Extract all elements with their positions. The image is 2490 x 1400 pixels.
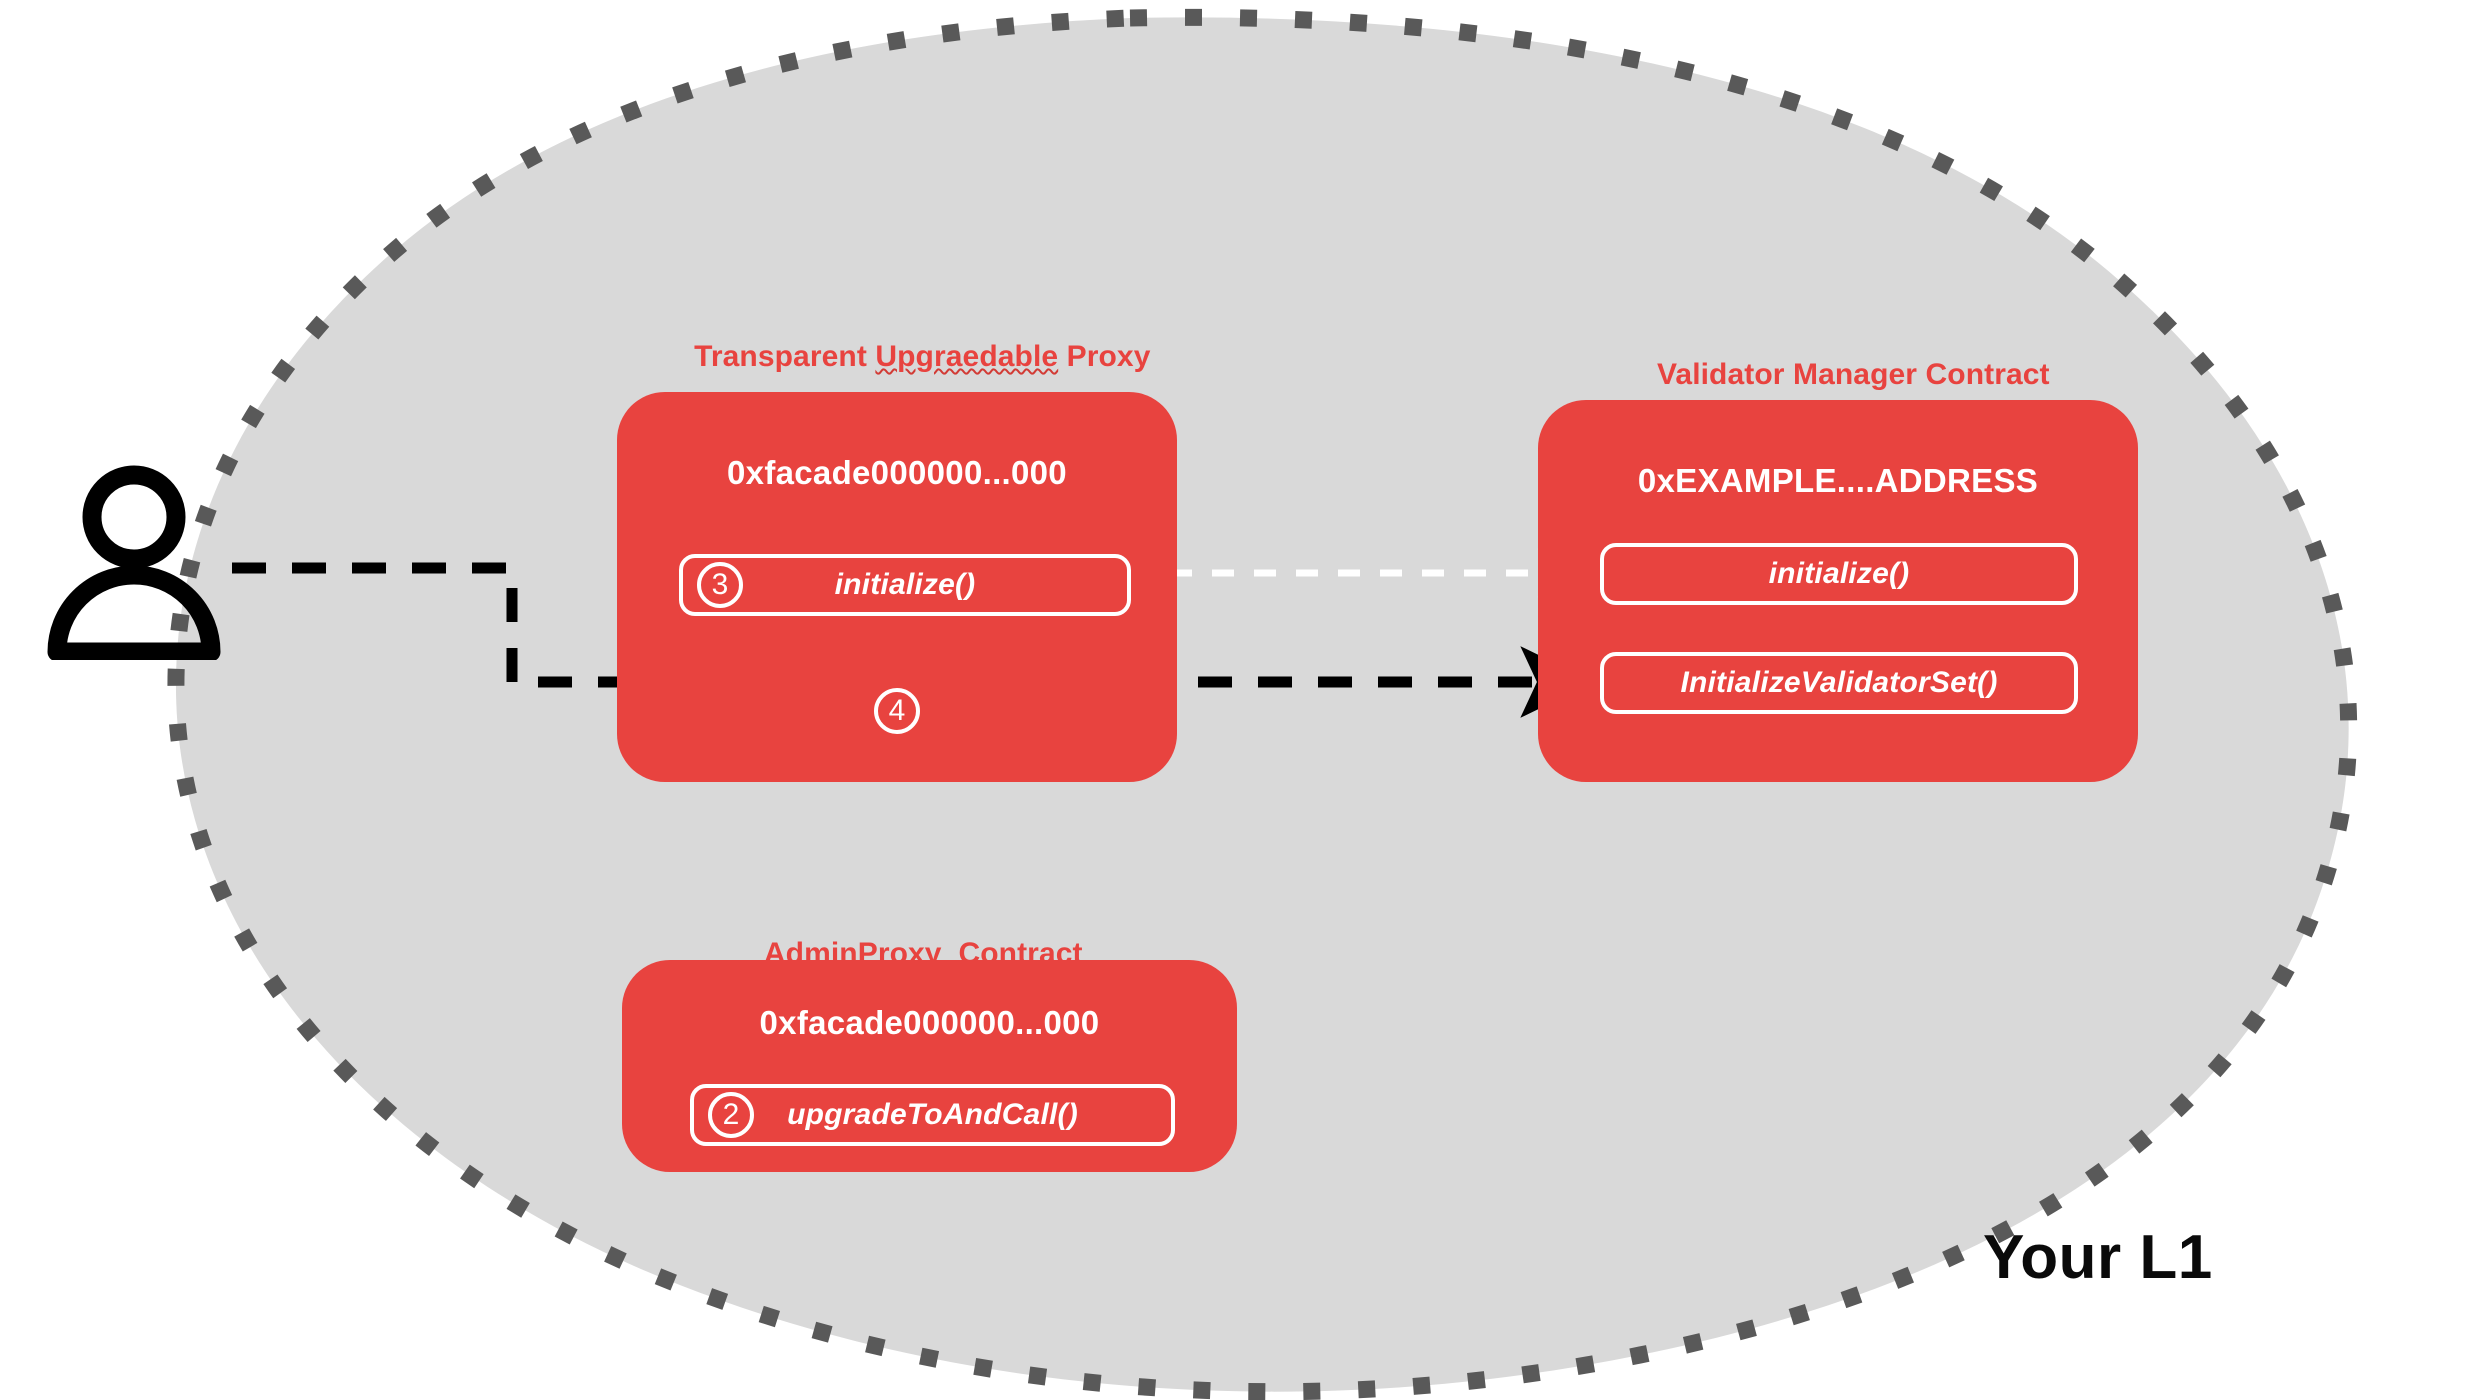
proxy-function-initialize-label: initialize() <box>834 568 976 601</box>
admin-proxy-card[interactable]: 0xfacade000000...000 2 upgradeToAndCall(… <box>622 960 1237 1172</box>
proxy-contract-card[interactable]: 0xfacade000000...000 3 initialize() 4 <box>617 392 1177 782</box>
proxy-contract-address: 0xfacade000000...000 <box>727 454 1067 491</box>
step-badge-2: 2 <box>708 1092 754 1138</box>
step-badge-3: 3 <box>697 562 743 608</box>
validator-manager-function-initialize[interactable]: initialize() <box>1600 543 2078 605</box>
validator-manager-function-initialize-label: initialize() <box>1768 557 1910 590</box>
validator-manager-address: 0xEXAMPLE....ADDRESS <box>1637 462 2039 499</box>
validator-manager-function-initialize-validator-set-label: InitializeValidatorSet() <box>1680 666 1998 699</box>
admin-proxy-function-upgrade-to-and-call[interactable]: 2 upgradeToAndCall() <box>690 1084 1175 1146</box>
validator-manager-title-line1: Validator Manager Contract <box>1656 358 2050 391</box>
validator-manager-function-initialize-validator-set[interactable]: InitializeValidatorSet() <box>1600 652 2078 714</box>
proxy-title-line1-prefix: Transparent Upgraedable Proxy <box>694 340 1151 373</box>
l1-boundary-caption: Your L1 <box>1983 1223 2213 1292</box>
validator-manager-card[interactable]: 0xEXAMPLE....ADDRESS initialize() Initia… <box>1538 400 2138 782</box>
admin-proxy-function-upgrade-to-and-call-label: upgradeToAndCall() <box>787 1098 1078 1131</box>
validator-manager-title: Validator Manager Contract <box>1538 318 2118 432</box>
step-badge-4: 4 <box>874 688 920 734</box>
proxy-function-initialize[interactable]: 3 initialize() <box>679 554 1131 616</box>
admin-proxy-address: 0xfacade000000...000 <box>759 1004 1100 1041</box>
person-icon <box>47 465 221 660</box>
spellcheck-underline: Upgraedable <box>875 340 1059 373</box>
